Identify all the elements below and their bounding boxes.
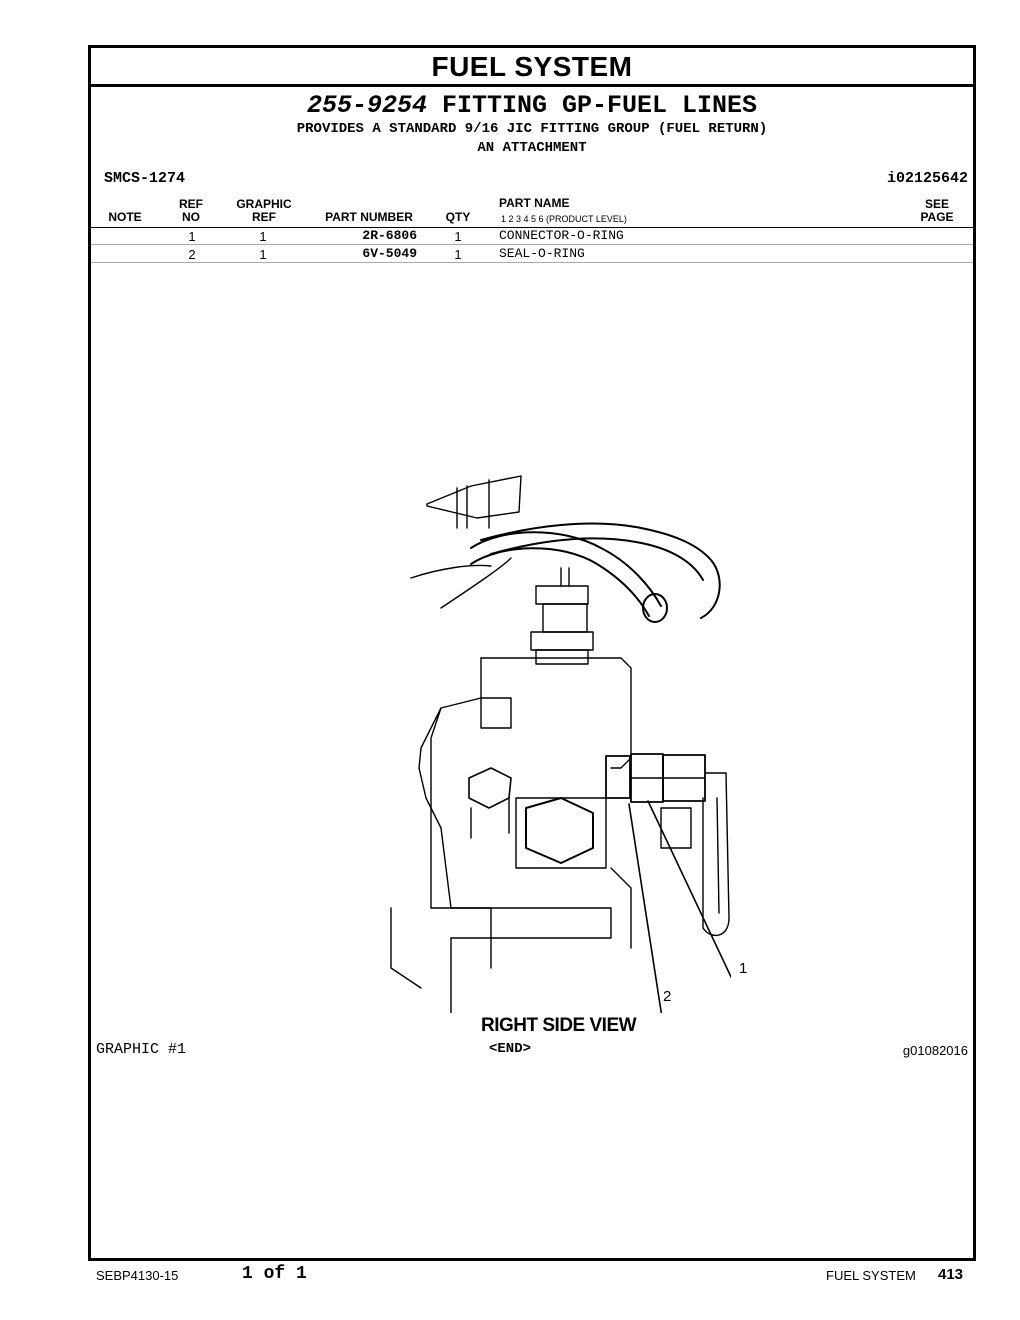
row-divider: [91, 262, 973, 263]
col-ref-no: REF NO: [173, 198, 209, 224]
part-title-line: 255-9254 FITTING GP-FUEL LINES: [91, 92, 973, 120]
row2-qty: 1: [454, 247, 462, 262]
col-graphic-ref-line2: REF: [252, 210, 276, 224]
view-caption: RIGHT SIDE VIEW: [481, 1015, 637, 1036]
footer-page-number: 413: [938, 1266, 964, 1283]
graphic-id: g01082016: [902, 1043, 968, 1058]
end-marker: <END>: [489, 1041, 532, 1057]
group-title: FITTING GP-FUEL LINES: [441, 91, 758, 120]
product-level-scale: 1 2 3 4 5 6 (PRODUCT LEVEL): [501, 214, 627, 224]
smcs-code: SMCS-1274: [104, 170, 186, 187]
row1-part-name: CONNECTOR-O-RING: [499, 228, 624, 243]
row2-graphic-ref: 1: [259, 247, 267, 262]
col-ref-no-line1: REF: [179, 197, 203, 211]
footer-section: FUEL SYSTEM: [826, 1268, 916, 1283]
row1-part-number[interactable]: 2R-6806: [362, 228, 417, 243]
fuel-fitting-illustration: [390, 475, 731, 1013]
col-note: NOTE: [108, 210, 142, 224]
group-part-number: 255-9254: [306, 91, 427, 120]
col-part-name: PART NAME: [499, 196, 570, 210]
col-qty: QTY: [445, 210, 471, 224]
col-see-page-line2: PAGE: [920, 210, 954, 224]
col-ref-no-line2: NO: [182, 210, 200, 224]
header-rule: [91, 227, 973, 228]
callout-2: 2: [663, 988, 672, 1005]
col-see-page-line1: SEE: [924, 197, 949, 211]
graphic-label: GRAPHIC #1: [96, 1041, 187, 1058]
description-line-1: PROVIDES A STANDARD 9/16 JIC FITTING GRO…: [296, 121, 768, 137]
part-header: 255-9254 FITTING GP-FUEL LINES PROVIDES …: [91, 92, 973, 158]
col-see-page: SEE PAGE: [915, 198, 959, 224]
footer-doc-number: SEBP4130-15: [96, 1268, 179, 1283]
footer-page-of: 1 of 1: [242, 1264, 307, 1284]
section-title: FUEL SYSTEM: [91, 48, 973, 87]
row-divider: [91, 244, 973, 245]
document-id: i02125642: [886, 170, 968, 187]
row1-qty: 1: [454, 229, 462, 244]
callout-1: 1: [739, 960, 748, 977]
description-line-2: AN ATTACHMENT: [477, 140, 587, 156]
row1-ref-no: 1: [188, 229, 196, 244]
col-graphic-ref: GRAPHIC REF: [229, 198, 299, 224]
row1-graphic-ref: 1: [259, 229, 267, 244]
col-graphic-ref-line1: GRAPHIC: [236, 197, 292, 211]
row2-ref-no: 2: [188, 247, 196, 262]
row2-part-name: SEAL-O-RING: [499, 246, 585, 261]
col-part-number: PART NUMBER: [325, 210, 413, 224]
row2-part-number[interactable]: 6V-5049: [362, 246, 417, 261]
page-frame: FUEL SYSTEM 255-9254 FITTING GP-FUEL LIN…: [88, 45, 976, 1261]
